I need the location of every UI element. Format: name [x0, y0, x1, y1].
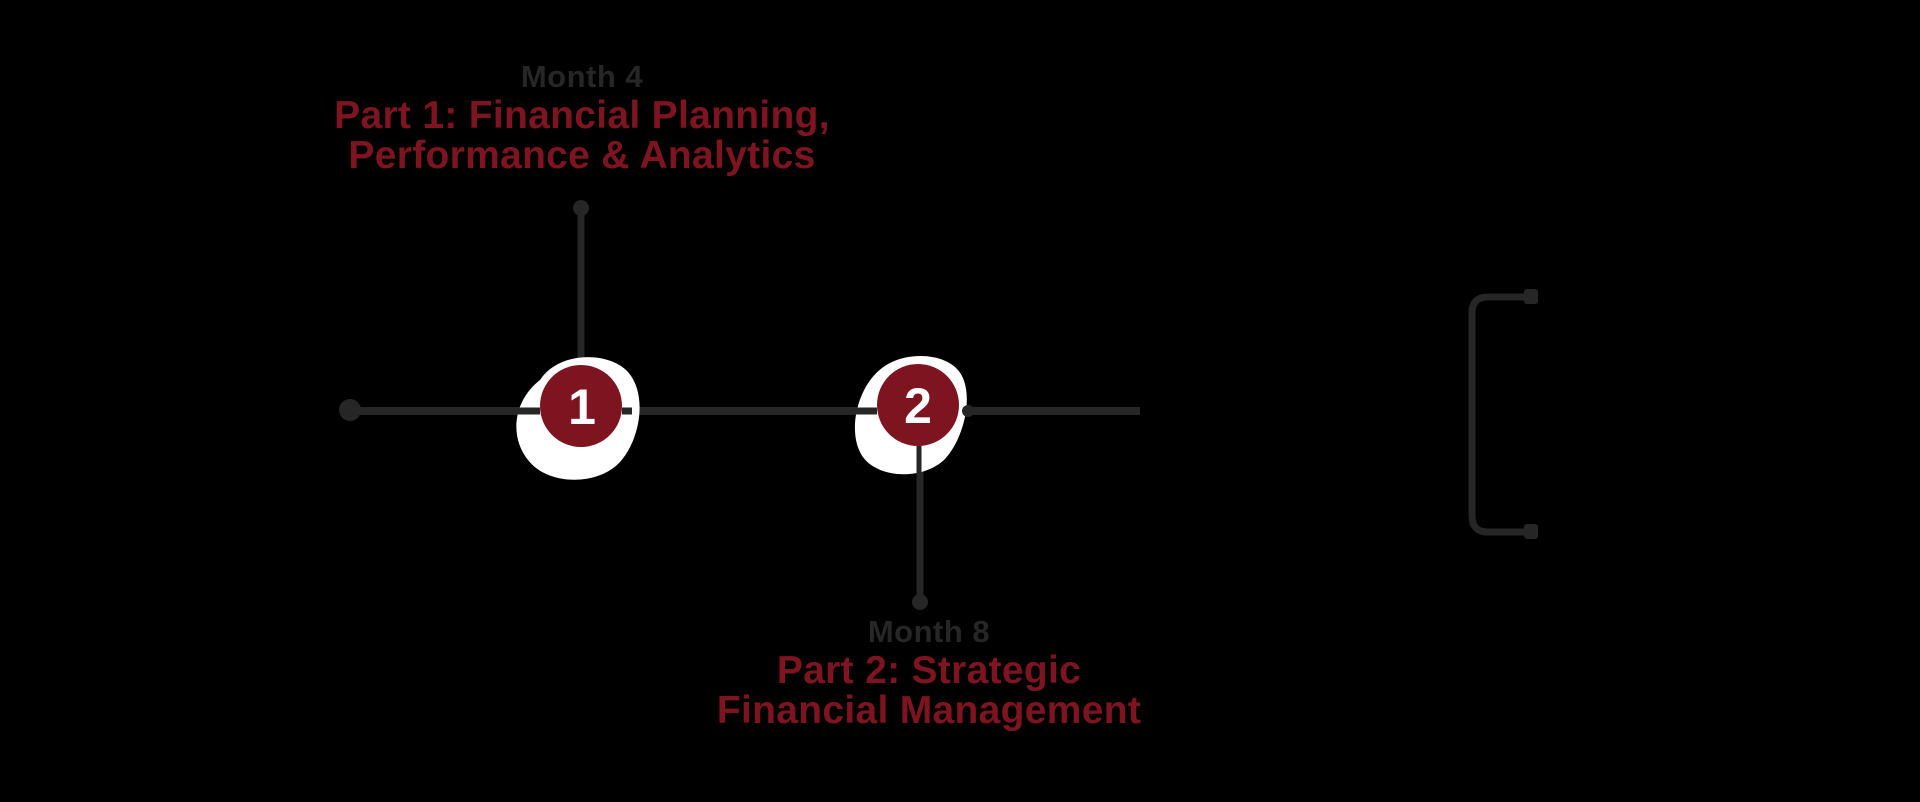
milestone-1-connector-dot: [573, 200, 589, 216]
bracket-top-cap: [1524, 289, 1538, 304]
milestone-1-label: Month 4 Part 1: Financial Planning, Perf…: [334, 58, 830, 176]
bracket-bottom-cap: [1524, 524, 1538, 539]
timeline-start-dot: [339, 399, 361, 421]
milestone-2-title-line1: Part 2: Strategic: [776, 649, 1082, 692]
milestone-2-label: Month 8 Part 2: Strategic Financial Mana…: [717, 613, 1141, 731]
milestone-2-number: 2: [904, 378, 932, 434]
milestone-1-month: Month 4: [520, 59, 644, 94]
timeline-line-node: [962, 405, 974, 417]
milestone-2-connector-dot: [912, 594, 928, 610]
milestone-1-title-line2: Performance & Analytics: [348, 134, 816, 177]
milestone-2-title-line2: Financial Management: [716, 689, 1142, 732]
bracket-icon: [1468, 293, 1534, 536]
milestone-1-title-line1: Part 1: Financial Planning,: [334, 94, 830, 137]
milestone-1-number: 1: [568, 379, 596, 435]
milestone-2-month: Month 8: [867, 614, 991, 649]
milestone-2-circle: [877, 364, 959, 446]
milestone-1-circle: [540, 365, 622, 447]
